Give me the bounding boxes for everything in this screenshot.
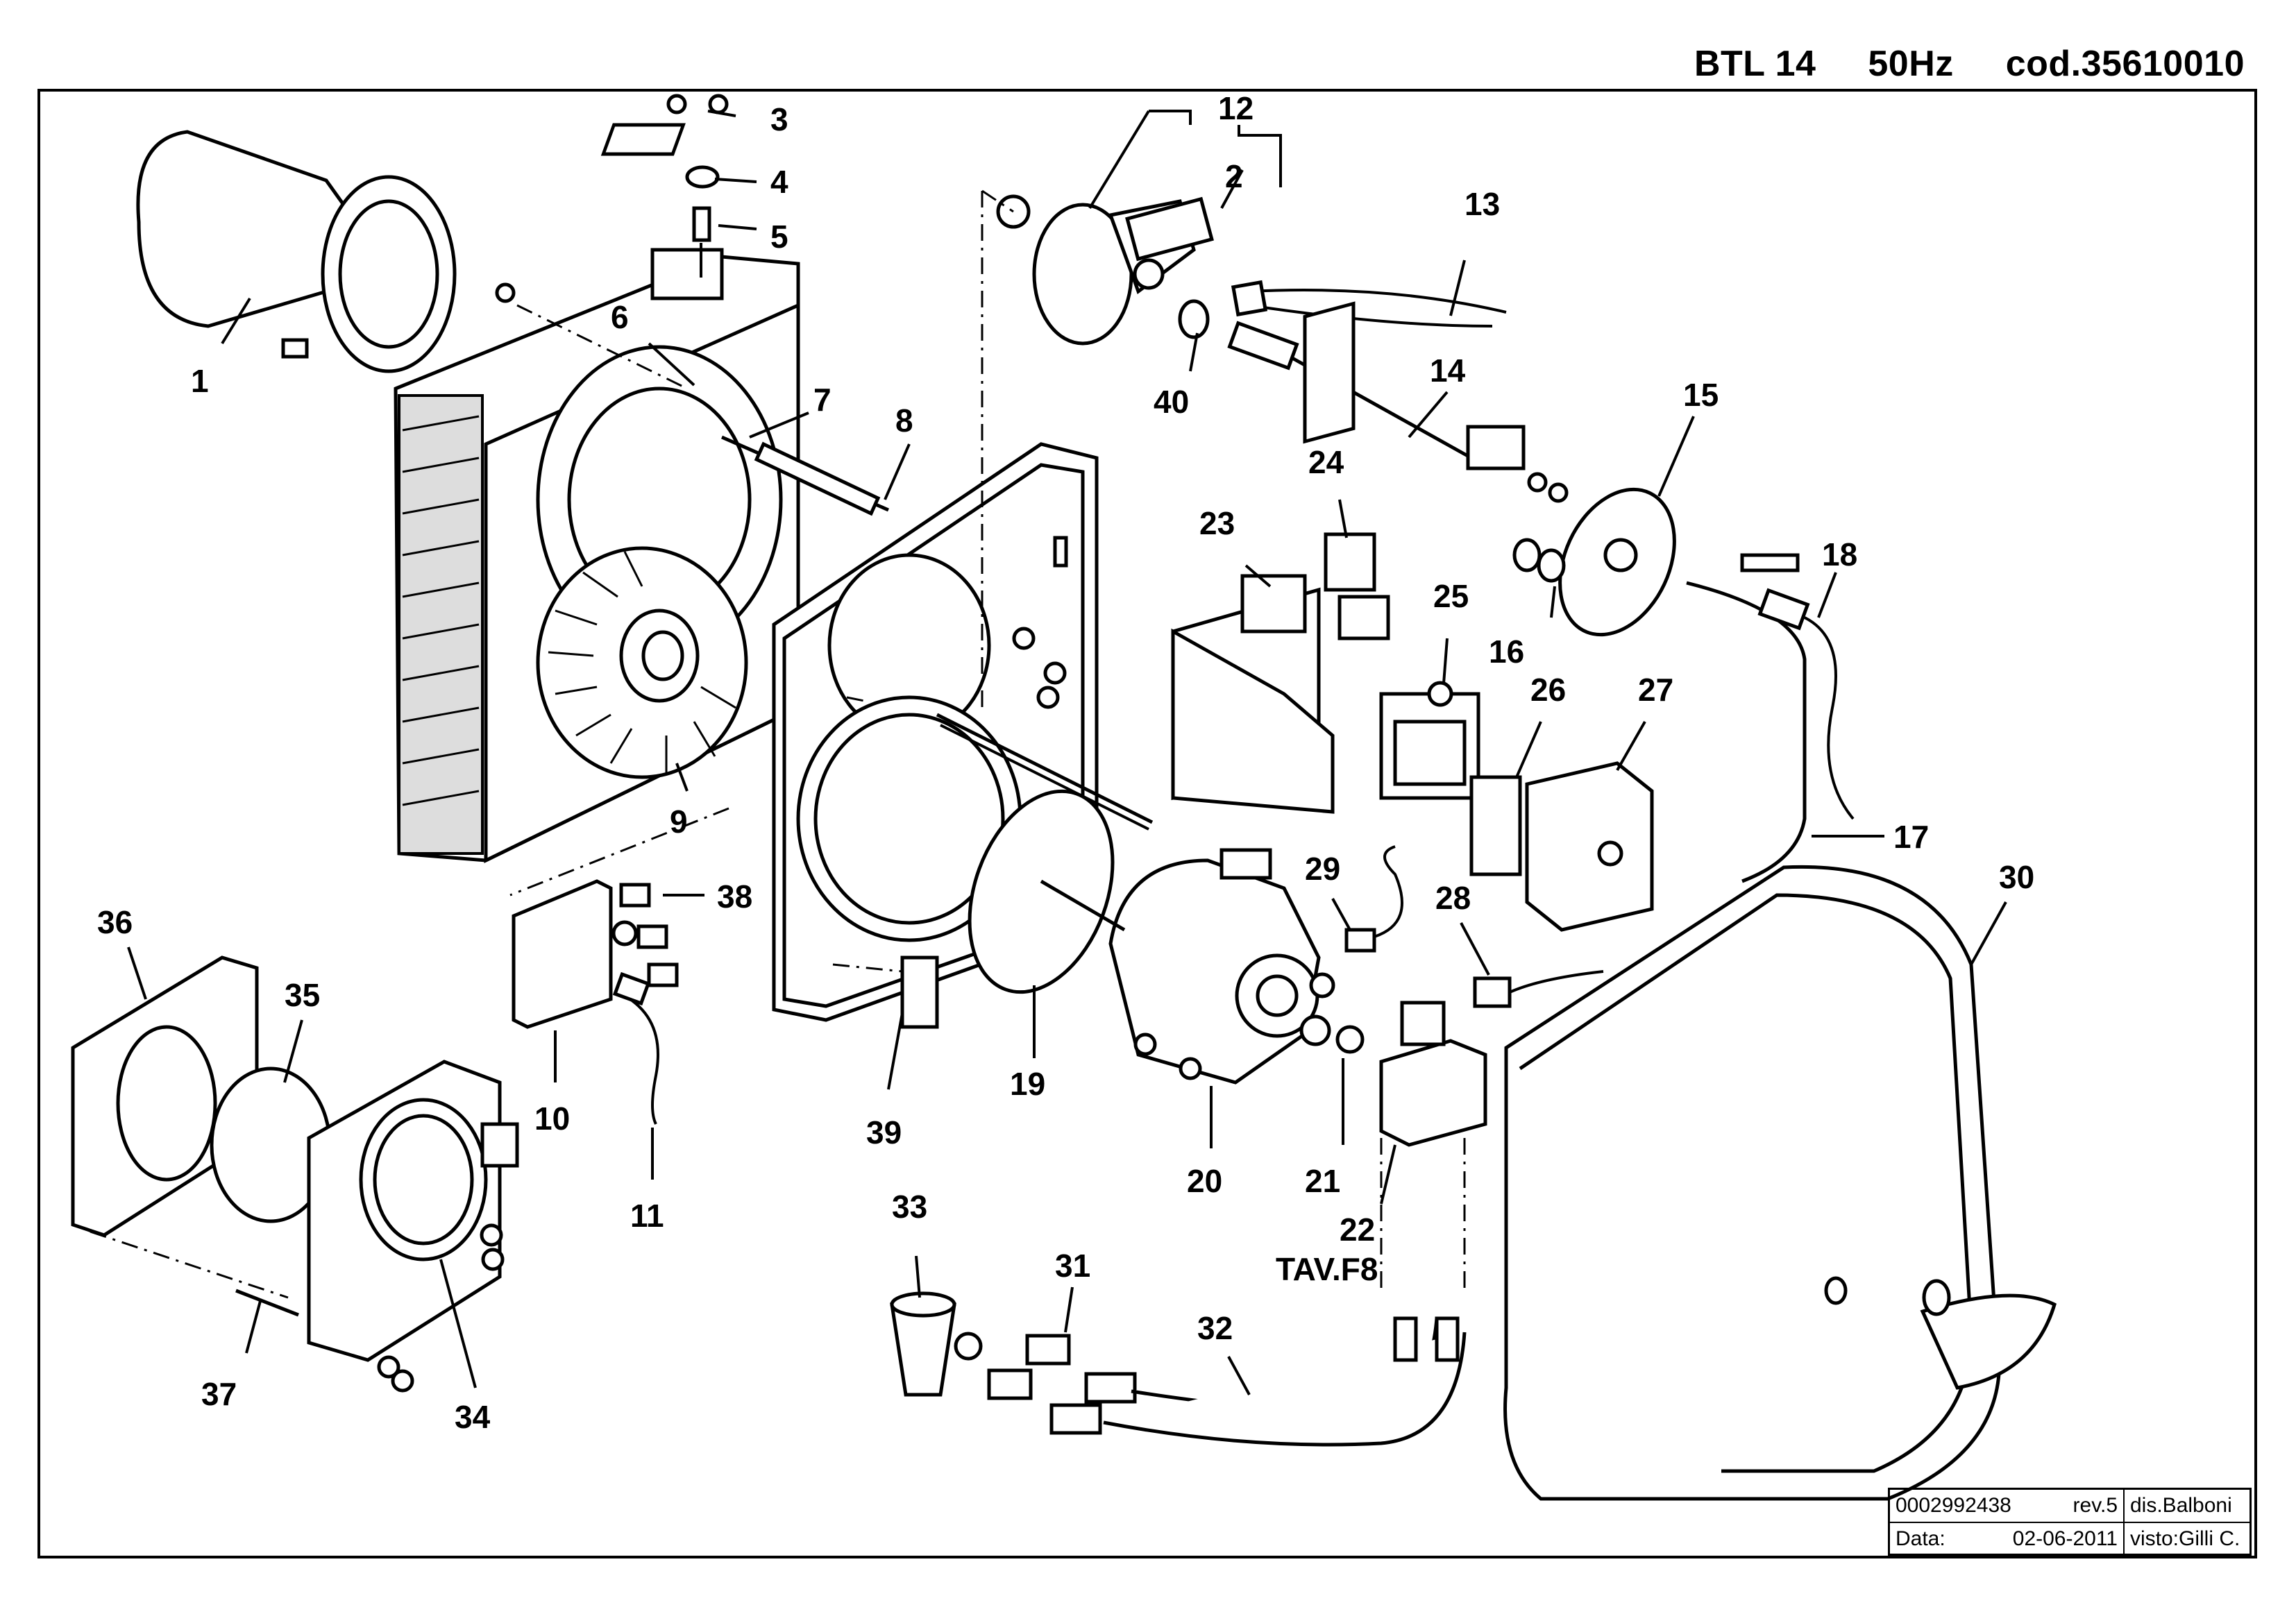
drawn-by: dis.Balboni	[2130, 1494, 2232, 1517]
burner-flange-part	[307, 1060, 519, 1393]
blast-tube-part	[136, 130, 457, 373]
callout-19: 19	[1010, 1066, 1045, 1102]
callout-40: 40	[1154, 384, 1189, 420]
stud-part	[235, 1289, 299, 1317]
fan-wheel-part	[536, 546, 748, 779]
bracket-39-part	[900, 955, 939, 1029]
callout-3: 3	[770, 101, 788, 137]
callout-30: 30	[1999, 859, 2034, 895]
callout-4: 4	[770, 164, 788, 200]
drawing-header: BTL 14 50Hz cod.35610010	[1694, 43, 2245, 85]
assembly-lines	[90, 189, 1466, 1299]
burner-cover-part	[1503, 865, 2057, 1501]
title-block: 0002992438 rev.5 dis.Balboni Data: 02-06…	[1888, 1488, 2252, 1556]
callout-8: 8	[895, 402, 913, 439]
sensor-lead-part	[1757, 588, 1855, 820]
date: 02-06-2011	[2012, 1527, 2118, 1550]
callout-39: 39	[866, 1114, 902, 1150]
oil-hoses-part	[1103, 1316, 1467, 1447]
leader-lines	[127, 110, 2007, 1395]
title-block-row-1: 0002992438 rev.5 dis.Balboni	[1890, 1490, 2249, 1523]
nut-21-part	[1299, 1014, 1331, 1046]
callout-25: 25	[1433, 578, 1469, 614]
drawing-frame	[37, 89, 2257, 1558]
solenoid-valve-part	[1335, 1001, 1487, 1147]
solenoid-connector-part	[1344, 845, 1604, 1008]
table-reference-label: TAV.F8	[1276, 1251, 1378, 1287]
callout-26: 26	[1530, 672, 1566, 708]
callout-20: 20	[1187, 1163, 1222, 1199]
nozzle-holder-part	[936, 713, 1154, 824]
pump-assembly-part	[996, 194, 1214, 346]
part-code: cod.35610010	[2005, 44, 2245, 84]
callout-33: 33	[892, 1189, 927, 1225]
checked-by: visto:Gilli C.	[2130, 1527, 2240, 1550]
transformer-cover-part	[1525, 761, 1654, 932]
callout-labels: 1 2 3 4 5 6 7 8 9 10 11 12 13 14 15 16 1…	[97, 90, 2034, 1435]
callout-16: 16	[1489, 634, 1524, 670]
callout-38: 38	[717, 878, 752, 915]
capacitor-part	[512, 879, 659, 1125]
damper-rod-part	[720, 435, 890, 516]
callout-27: 27	[1638, 672, 1673, 708]
callout-1: 1	[191, 363, 209, 399]
oil-tube-part	[1686, 581, 1807, 883]
callout-36: 36	[97, 904, 133, 940]
title-block-row-2: Data: 02-06-2011 visto:Gilli C.	[1890, 1523, 2249, 1555]
revision: rev.5	[2073, 1494, 2118, 1517]
model-name: BTL 14	[1694, 44, 1816, 84]
callout-11: 11	[630, 1198, 664, 1234]
gasket-part	[71, 955, 259, 1237]
terminal-block-part	[1379, 681, 1480, 800]
frequency: 50Hz	[1868, 44, 1954, 84]
callout-35: 35	[285, 977, 320, 1013]
callout-6: 6	[611, 299, 629, 335]
callout-37: 37	[201, 1376, 237, 1412]
hose-fittings-part	[987, 1334, 1137, 1435]
callout-14: 14	[1430, 352, 1466, 389]
callout-32: 32	[1197, 1310, 1233, 1346]
callout-28: 28	[1435, 880, 1471, 916]
fan-housing-part	[394, 248, 800, 864]
callout-29: 29	[1305, 851, 1340, 887]
callout-2: 2	[1225, 158, 1243, 194]
callout-23: 23	[1199, 505, 1235, 541]
relay-part	[1469, 775, 1522, 876]
document-number: 0002992438	[1896, 1494, 2011, 1517]
callout-22: 22	[1340, 1212, 1375, 1248]
screws-38-part	[619, 883, 679, 987]
callout-31: 31	[1055, 1248, 1090, 1284]
callout-18: 18	[1822, 536, 1857, 572]
diffuser-disc-part	[968, 789, 1115, 994]
callout-24: 24	[1308, 444, 1344, 480]
control-box-part	[1171, 301, 1390, 814]
nut-40-part	[1178, 299, 1210, 339]
callout-9: 9	[670, 804, 688, 840]
ignition-cables-part	[1231, 280, 1507, 328]
callout-13: 13	[1464, 186, 1500, 222]
callout-34: 34	[455, 1399, 491, 1435]
photocell-cable-part	[1227, 321, 1569, 503]
callout-12: 12	[1218, 90, 1253, 126]
oil-filter-part	[890, 1291, 983, 1397]
callout-21: 21	[1305, 1163, 1340, 1199]
callout-15: 15	[1683, 377, 1719, 413]
callout-17: 17	[1893, 819, 1929, 855]
callout-5: 5	[770, 219, 788, 255]
callout-10: 10	[534, 1101, 570, 1137]
callout-7: 7	[813, 382, 832, 418]
air-damper-screws-part	[600, 94, 729, 278]
photocell-plate-part	[1512, 487, 1800, 637]
date-label: Data:	[1896, 1527, 1945, 1550]
motor-part	[1040, 848, 1335, 1085]
